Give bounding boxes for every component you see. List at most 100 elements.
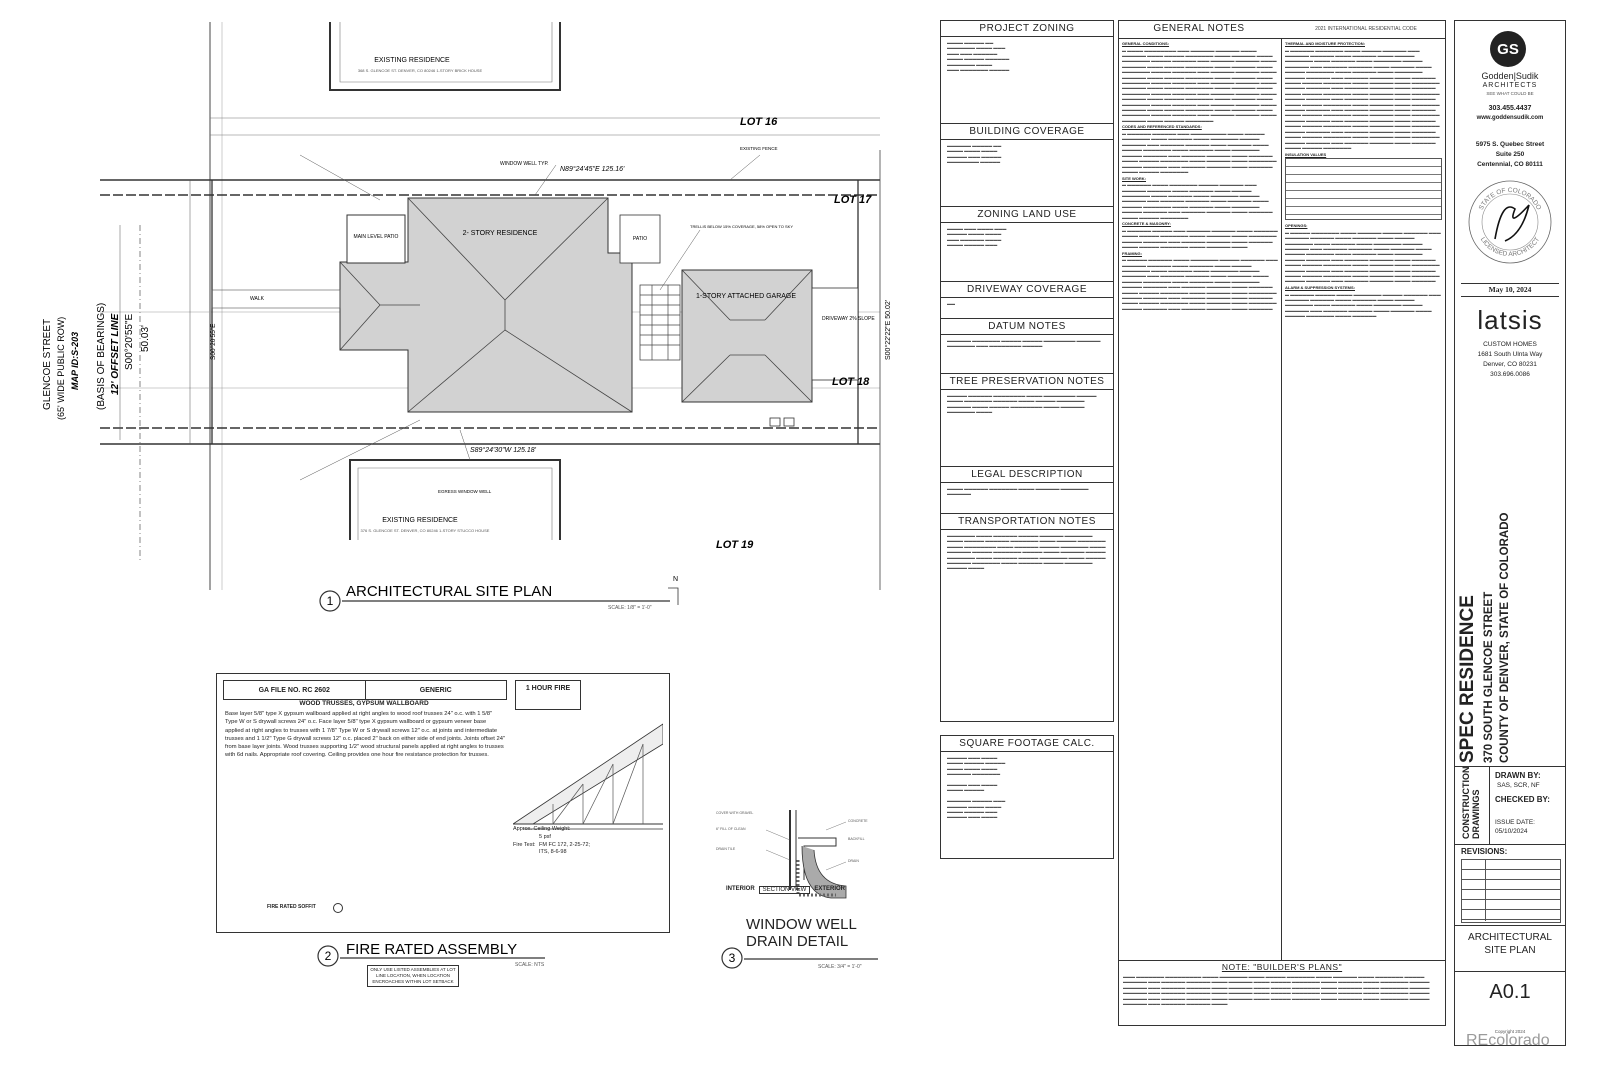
firm-addr2: Suite 250 [1495, 151, 1525, 158]
bearing-west-label: S00°20'55"E [124, 314, 135, 370]
copyright: Copyright 2024 [1494, 1029, 1526, 1034]
general-notes-left: GENERAL CONDITIONS: ▬ ▬▬▬▬ ▬▬▬▬▬▬▬▬ ▬▬▬ … [1122, 41, 1278, 311]
title-block: GS Godden|Sudik ARCHITECTS SEE WHAT COUL… [1454, 20, 1566, 1046]
existing-north-title: EXISTING RESIDENCE [374, 57, 450, 64]
lot-18-label: LOT 18 [832, 376, 870, 388]
project-addr: 370 SOUTH GLENCOE STREET [1483, 591, 1495, 763]
land-use-title: ZONING LAND USE [941, 206, 1113, 223]
project-county: COUNTY OF DENVER, STATE OF COLORADO [1499, 512, 1511, 763]
ga-file-label: GA FILE NO. RC 2602 [224, 681, 366, 699]
soffit-symbol-icon [333, 903, 343, 913]
seal-date: May 10, 2024 [1488, 285, 1532, 294]
general-notes-panel: GENERAL NOTES 2021 INTERNATIONAL RESIDEN… [1118, 20, 1446, 1026]
code-label: 2021 INTERNATIONAL RESIDENTIAL CODE [1315, 26, 1417, 32]
general-conditions-heading: GENERAL CONDITIONS: [1122, 41, 1170, 46]
site-plan-title: ARCHITECTURAL SITE PLAN [346, 583, 552, 600]
section-view-label: SECTION VIEW [758, 886, 811, 894]
offset-label: 12' OFFSET LINE [110, 313, 121, 395]
client-addr1: 1681 South Ulnta Way [1477, 351, 1543, 358]
exterior-label: EXTERIOR [814, 886, 846, 892]
client-sub: CUSTOM HOMES [1483, 341, 1537, 348]
fire-title-bar: 2 FIRE RATED ASSEMBLY SCALE: NTS [317, 941, 545, 968]
revisions-table [1461, 859, 1561, 923]
phase-label: CONSTRUCTION DRAWINGS [1461, 766, 1481, 840]
watermark: REcolorado [1466, 1032, 1550, 1049]
firm-tag: SEE WHAT COULD BE [1486, 91, 1534, 96]
alarm-heading: ALARM & SUPPRESSION SYSTEMS: [1285, 284, 1356, 290]
general-notes-title: GENERAL NOTES [1153, 23, 1245, 34]
firm-name: Godden|Sudik [1481, 71, 1539, 81]
fire-title: FIRE RATED ASSEMBLY [346, 941, 517, 958]
patio-main-label: MAIN LEVEL PATIO [354, 234, 399, 240]
legal-title: LEGAL DESCRIPTION [941, 466, 1113, 483]
window-well-detail: COVER WITH GRAVEL 6" FILL OF CLEAN DRAIN… [716, 810, 868, 899]
window-well-title: WINDOW WELL DRAIN DETAIL [746, 916, 857, 950]
generic-label: GENERIC [419, 686, 452, 694]
firm-web: www.goddensudik.com [1476, 115, 1544, 121]
site-plan-drawing: 1 ARCHITECTURAL SITE PLAN SCALE: 1/8" = … [42, 22, 892, 612]
bearing-north: N89°24'45"E 125.16' [560, 165, 625, 173]
walk-label: WALK [250, 296, 265, 302]
egress-label: EGRESS WINDOW WELL [438, 489, 492, 494]
truss-diagram [513, 723, 663, 830]
fire-soffit-label: FIRE RATED SOFFIT [267, 904, 316, 910]
issue-date-value: 05/10/2024 [1495, 828, 1528, 835]
codes-heading: CODES AND REFERENCED STANDARDS: [1122, 124, 1202, 130]
tree-title: TREE PRESERVATION NOTES [941, 373, 1113, 390]
fire-test-label: Fire Test: [513, 842, 536, 848]
existing-south-title: EXISTING RESIDENCE [382, 517, 458, 524]
thermal-heading: THERMAL AND MOISTURE PROTECTION: [1285, 41, 1365, 46]
lot-16-label: LOT 16 [740, 116, 778, 128]
row-label: (65' WIDE PUBLIC ROW) [56, 317, 66, 420]
openings-heading: OPENINGS: [1285, 223, 1308, 229]
general-notes-right: THERMAL AND MOISTURE PROTECTION: ▬ ▬▬▬▬▬… [1285, 41, 1442, 319]
sqft-panel: SQUARE FOOTAGE CALC. ▬▬▬▬▬ ▬▬▬ ▬▬▬▬▬▬▬▬ … [940, 735, 1114, 859]
firm-addr1: 5975 S. Quebec Street [1475, 141, 1545, 148]
window-well-scale: SCALE: 3/4" = 1'-0" [818, 964, 862, 970]
map-label: MAP ID:S-203 [70, 332, 80, 390]
zoning-panel: PROJECT ZONING ▬▬▬▬ ▬▬▬▬▬ ▬▬▬▬▬▬▬▬▬ ▬▬▬▬… [940, 20, 1114, 722]
builders-plans-title: NOTE: "BUILDER'S PLANS" [1221, 962, 1343, 972]
bearing-east: S00°22'22"E 50.02' [884, 300, 892, 360]
weight-value: 5 psf [539, 834, 551, 840]
patio-label: PATIO [633, 236, 647, 242]
drawn-by-value: SAS, SCR, NF [1497, 782, 1540, 789]
fire-scale: SCALE: NTS [515, 962, 545, 968]
project-name: SPEC RESIDENCE [1457, 595, 1478, 763]
svg-text:6" FILL OF CLEAN: 6" FILL OF CLEAN [716, 827, 746, 831]
basis-label: (BASIS OF BEARINGS) [96, 303, 107, 410]
street-label: GLENCOE STREET [42, 319, 53, 410]
checked-by-label: CHECKED BY: [1495, 795, 1550, 804]
lot-19-label: LOT 19 [716, 539, 754, 551]
interior-label: INTERIOR [726, 886, 755, 892]
site-plan-number: 1 [327, 594, 334, 608]
bearing-west-small: S00°20'55"E [209, 323, 217, 360]
firm-addr3: Centennial, CO 80111 [1477, 161, 1543, 168]
sqft-title: SQUARE FOOTAGE CALC. [941, 736, 1113, 752]
bearing-south: S89°24'30"W 125.18' [470, 446, 537, 454]
svg-text:BACKFILL: BACKFILL [848, 837, 865, 841]
fire-rated-panel: GA FILE NO. RC 2602 GENERIC 1 HOUR FIRE … [216, 673, 670, 933]
driveway-label: DRIVEWAY 2% SLOPE [822, 316, 875, 322]
site-work-heading: SITE WORK: [1122, 175, 1146, 181]
lot-17-label: LOT 17 [834, 194, 872, 206]
trellis-label: TRELLIS BELOW 15% COVERAGE, 58% OPEN TO … [690, 224, 793, 229]
fire-number: 2 [325, 949, 332, 963]
existing-north-addr: 368 S. GLENCOE ST. DENVER, CO 80246 1-ST… [358, 68, 483, 73]
svg-text:COVER WITH GRAVEL: COVER WITH GRAVEL [716, 811, 753, 815]
window-well-number: 3 [729, 951, 736, 965]
drawn-by-label: DRAWN BY: [1495, 771, 1541, 780]
assembly-body: Base layer 5/8" type X gypsum wallboard … [225, 711, 505, 759]
sheet-number: A0.1 [1489, 981, 1531, 1003]
transport-title: TRANSPORTATION NOTES [941, 513, 1113, 530]
assembly-heading: WOOD TRUSSES, GYPSUM WALLBOARD [299, 700, 429, 707]
window-well-title-bar: 3 SCALE: 3/4" = 1'-0" [721, 947, 878, 970]
framing-heading: FRAMING: [1122, 250, 1142, 256]
svg-text:DRAIN TILE: DRAIN TILE [716, 847, 736, 851]
zoning-title: PROJECT ZONING [941, 21, 1113, 37]
architect-seal: STATE OF COLORADO LICENSED ARCHITECT [1468, 180, 1552, 264]
svg-text:DRAIN: DRAIN [848, 859, 859, 863]
fire-test-value: FM FC 172, 2-25-72; ITS, 8-6-98 [539, 842, 591, 855]
rating-label: 1 HOUR FIRE [515, 680, 581, 710]
approx-label: Approx. Ceiling Weight: [513, 826, 571, 832]
